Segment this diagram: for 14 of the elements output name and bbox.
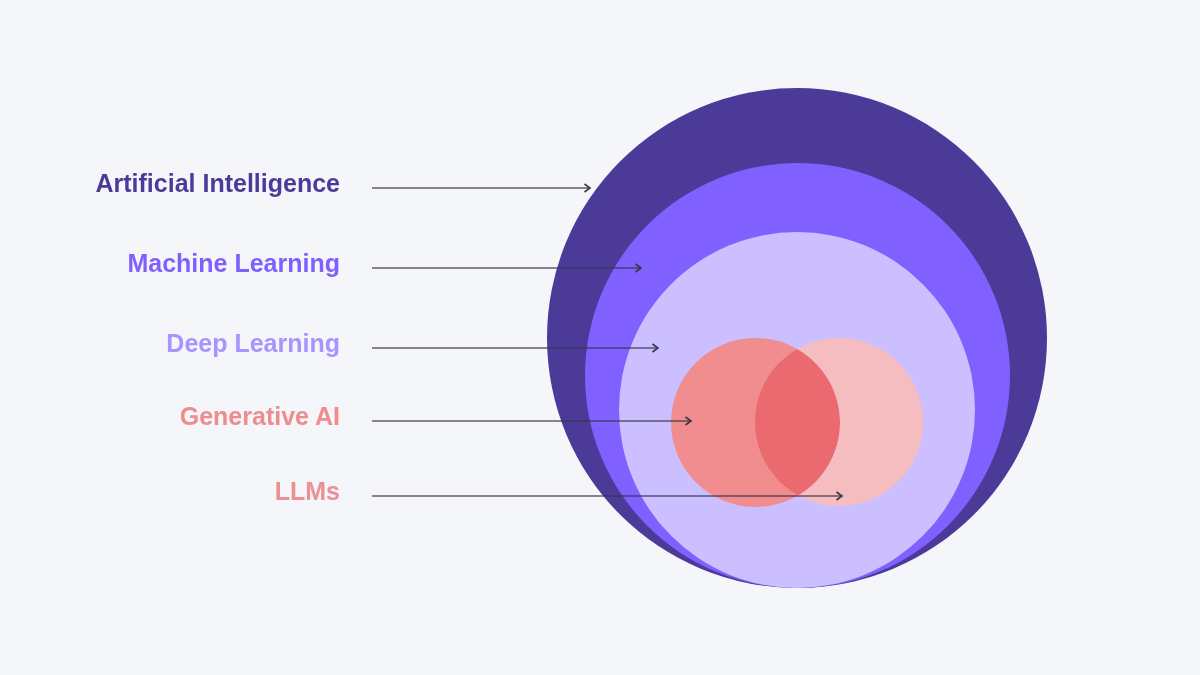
- leader-arrow: [371, 183, 591, 193]
- outer-circle: [547, 88, 1047, 588]
- term-label: LLMs: [274, 476, 340, 506]
- term-label: Generative AI: [179, 401, 340, 431]
- leader-arrow: [371, 416, 692, 426]
- leader-arrow: [371, 491, 843, 501]
- leader-arrow: [371, 263, 642, 273]
- term-label: Machine Learning: [127, 248, 340, 278]
- term-label: Deep Learning: [166, 328, 340, 358]
- inner-circle: [619, 232, 975, 588]
- term-label: Artificial Intelligence: [95, 168, 340, 198]
- middle-circle: [585, 163, 1010, 588]
- left-overlap-circle: [671, 338, 840, 507]
- leader-arrow: [371, 343, 659, 353]
